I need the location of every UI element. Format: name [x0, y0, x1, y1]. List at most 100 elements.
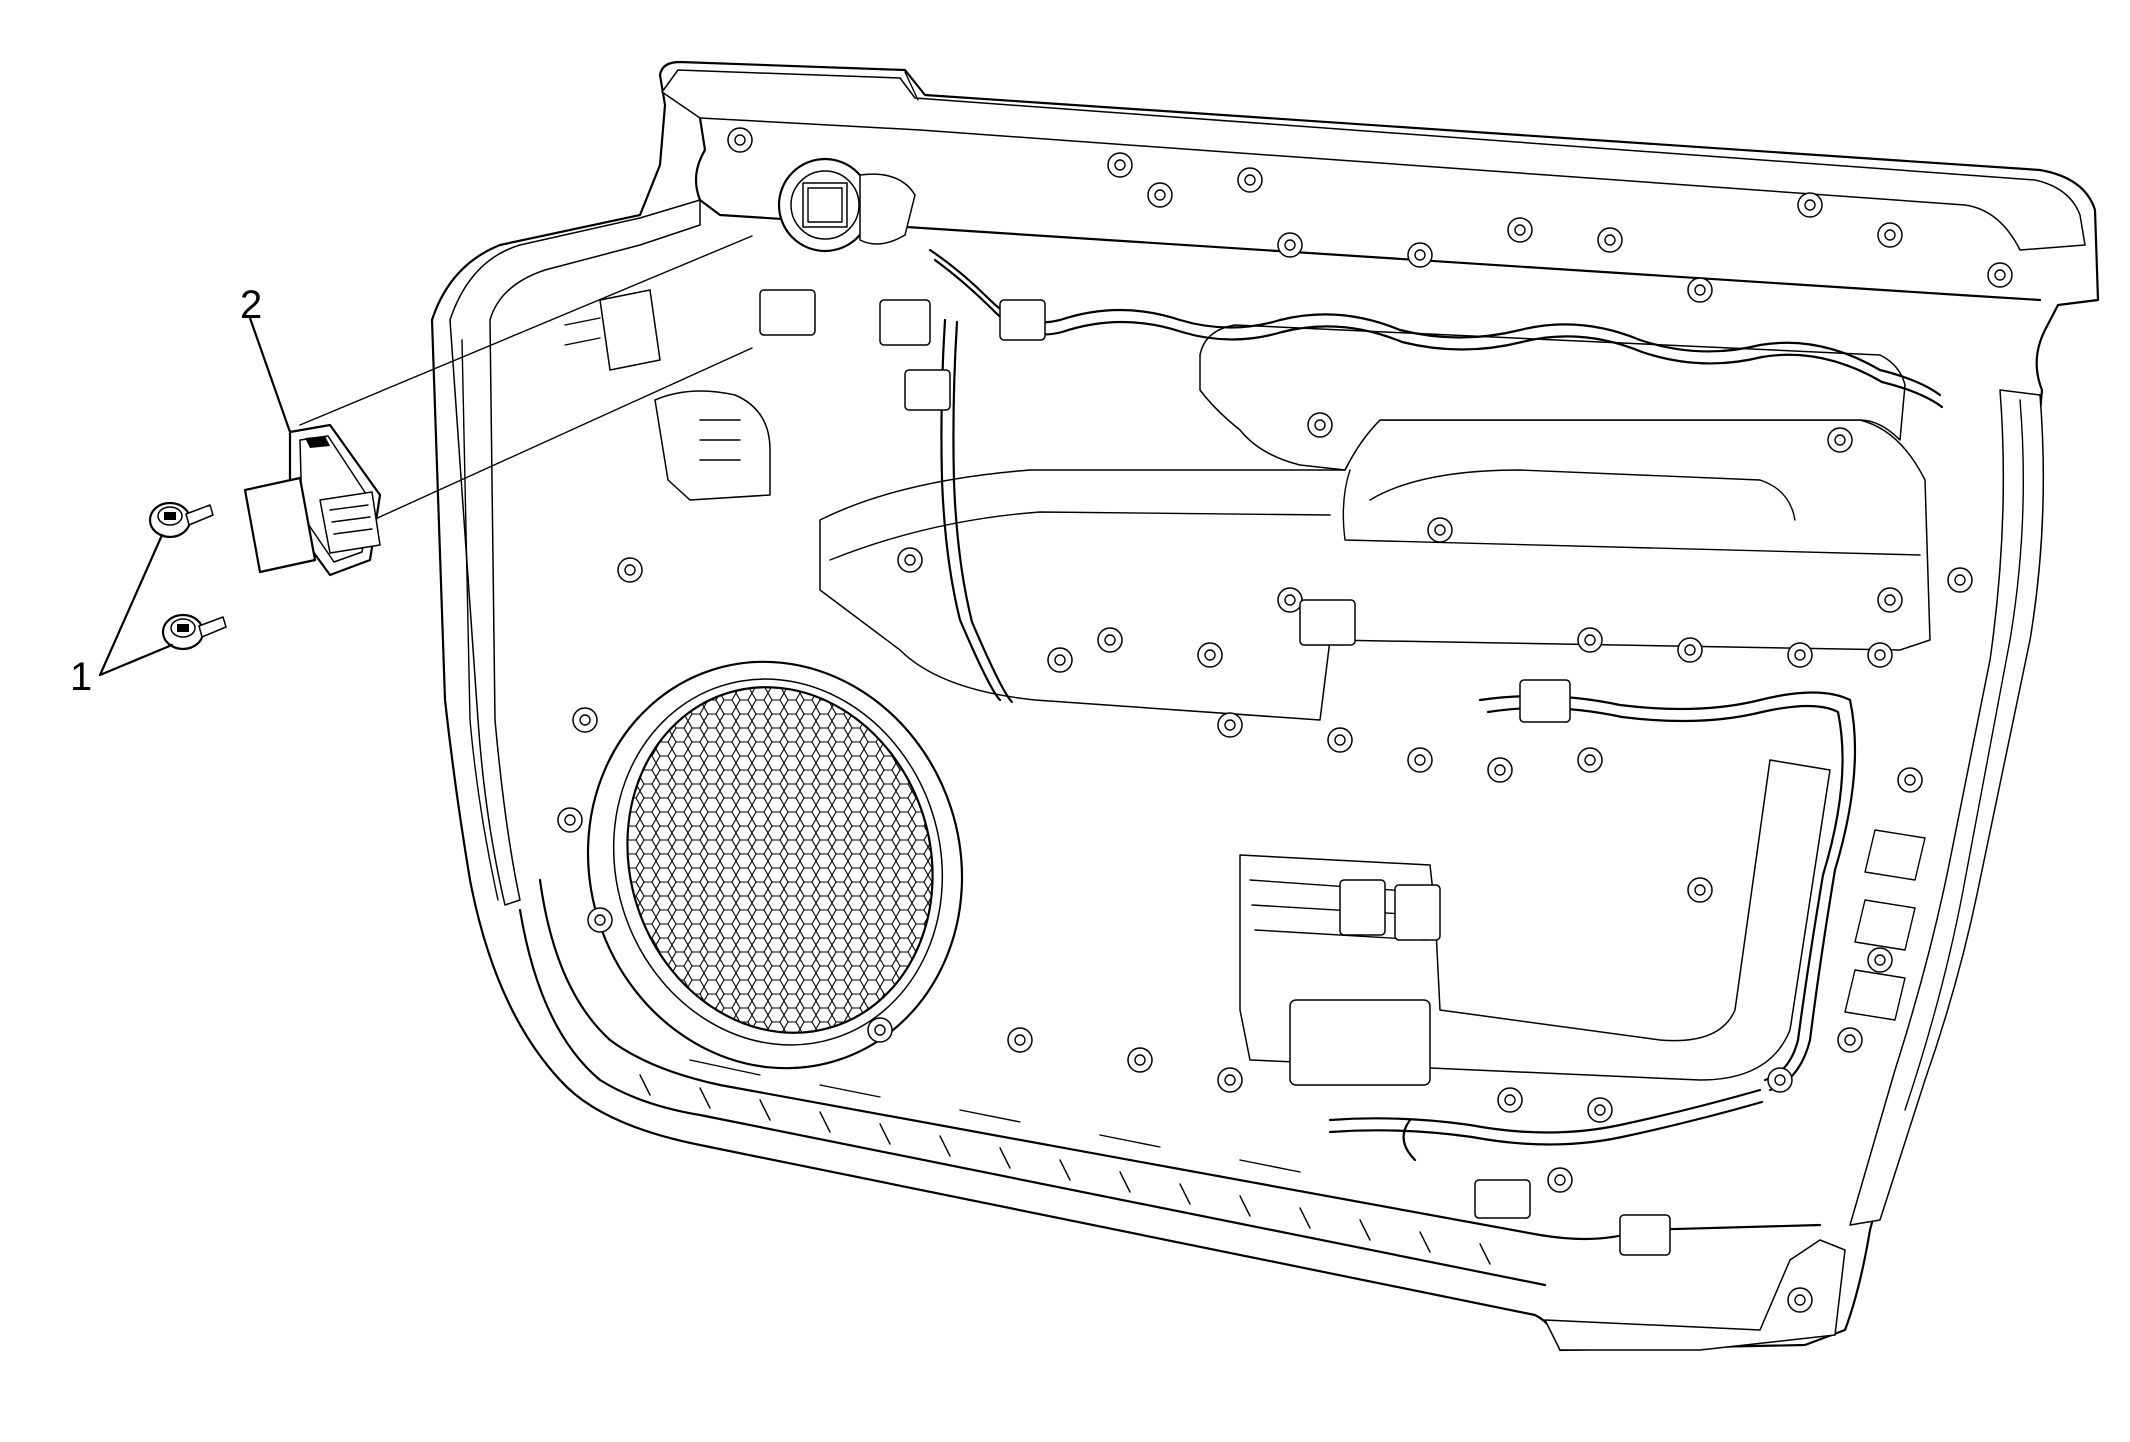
- fastener-hole: [1204, 649, 1216, 661]
- fastener-boss: [1687, 277, 1713, 303]
- fastener-hole: [874, 1024, 886, 1036]
- fastener-boss: [1867, 947, 1893, 973]
- fastener-hole: [1514, 224, 1526, 236]
- alignment-line-upper: [299, 235, 753, 426]
- fastener-hole: [579, 714, 591, 726]
- fastener-boss: [1217, 1067, 1243, 1093]
- tweeter: [777, 157, 916, 253]
- fastener-boss: [1787, 642, 1813, 668]
- screw-lower: [161, 613, 227, 651]
- fastener-boss: [1277, 232, 1303, 258]
- fastener-boss: [1767, 1067, 1793, 1093]
- fastener-boss: [1677, 637, 1703, 663]
- fastener-hole: [1104, 634, 1116, 646]
- fastener-boss: [1877, 587, 1903, 613]
- fastener-hole: [1954, 574, 1966, 586]
- fastener-hole: [624, 564, 636, 576]
- fastener-boss: [1407, 242, 1433, 268]
- pillar-groove: [461, 339, 499, 901]
- fastener-hole: [1584, 634, 1596, 646]
- fastener-hole: [1694, 884, 1706, 896]
- upper-left-bracket-tabs: [564, 317, 601, 346]
- fastener-boss: [1987, 262, 2013, 288]
- lower-frame-inner: [538, 878, 1822, 1241]
- alignment-lines: [299, 235, 753, 536]
- fastener-hole: [1774, 1074, 1786, 1086]
- switch: [243, 423, 382, 577]
- fastener-boss: [1837, 1027, 1863, 1053]
- fastener-boss: [1487, 757, 1513, 783]
- leader-1a: [98, 533, 164, 677]
- leader-1b: [98, 643, 174, 677]
- screw-upper: [148, 501, 214, 539]
- fastener-hole: [1414, 754, 1426, 766]
- fastener-hole: [1584, 754, 1596, 766]
- fastener-boss: [1867, 642, 1893, 668]
- fastener-hole: [1414, 249, 1426, 261]
- left-pillar-trim: [449, 199, 701, 906]
- fastener-boss: [1577, 627, 1603, 653]
- harness-connectors: [759, 289, 1671, 1256]
- fastener-boss: [1587, 1097, 1613, 1123]
- fastener-boss: [1277, 587, 1303, 613]
- fastener-boss: [1547, 1167, 1573, 1193]
- fastener-hole: [1494, 764, 1506, 776]
- callout-1-label: 1: [70, 655, 92, 699]
- fastener-hole: [1314, 419, 1326, 431]
- fastener-hole: [1794, 649, 1806, 661]
- fastener-boss: [1577, 747, 1603, 773]
- fastener-boss: [1507, 217, 1533, 243]
- fastener-hole: [1334, 734, 1346, 746]
- fastener-boss: [1107, 152, 1133, 178]
- upper-trim-bar: [661, 69, 2086, 251]
- fastener-hole: [1224, 1074, 1236, 1086]
- upper-pad: [1199, 324, 1906, 471]
- fastener-hole: [1874, 649, 1886, 661]
- fastener-hole: [1504, 1094, 1516, 1106]
- right-edge-tabs: [1844, 829, 1926, 1021]
- fastener-hole: [1284, 594, 1296, 606]
- fastener-boss: [1787, 1287, 1813, 1313]
- fastener-boss: [1687, 877, 1713, 903]
- fastener-boss: [557, 807, 583, 833]
- fastener-boss: [1327, 727, 1353, 753]
- panel-top-inner-edge: [694, 116, 2042, 302]
- fastener-boss: [1407, 747, 1433, 773]
- fastener-boss: [1237, 167, 1263, 193]
- fastener-hole: [1844, 1034, 1856, 1046]
- fastener-hole: [1794, 1294, 1806, 1306]
- fastener-hole: [1554, 1174, 1566, 1186]
- fastener-boss: [1197, 642, 1223, 668]
- fastener-boss: [1897, 767, 1923, 793]
- fastener-hole: [1434, 524, 1446, 536]
- fastener-hole: [1804, 199, 1816, 211]
- fastener-boss: [1217, 712, 1243, 738]
- fastener-boss: [897, 547, 923, 573]
- fastener-boss: [1497, 1087, 1523, 1113]
- callout-2-label: 2: [240, 283, 262, 327]
- fastener-boss: [617, 557, 643, 583]
- panel-fasteners: [557, 127, 2013, 1313]
- fastener-hole: [1134, 1054, 1146, 1066]
- lower-frame-mid: [518, 908, 1547, 1287]
- fastener-boss: [1127, 1047, 1153, 1073]
- fastener-hole: [1684, 644, 1696, 656]
- fastener-boss: [572, 707, 598, 733]
- door-trim-panel: [430, 60, 2100, 1352]
- fastener-hole: [594, 914, 606, 926]
- speaker: [586, 660, 964, 1070]
- fastener-boss: [1427, 517, 1453, 543]
- right-edge-groove: [1904, 399, 2025, 1111]
- fastener-boss: [727, 127, 753, 153]
- leader-2: [248, 316, 292, 434]
- fastener-hole: [1834, 434, 1846, 446]
- armrest-line-2: [1342, 469, 1921, 556]
- fastener-boss: [867, 1017, 893, 1043]
- fastener-hole: [1884, 229, 1896, 241]
- fastener-hole: [1904, 774, 1916, 786]
- fastener-boss: [1007, 1027, 1033, 1053]
- fastener-boss: [1147, 182, 1173, 208]
- bottom-foot: [1544, 1239, 1846, 1351]
- fastener-hole: [1994, 269, 2006, 281]
